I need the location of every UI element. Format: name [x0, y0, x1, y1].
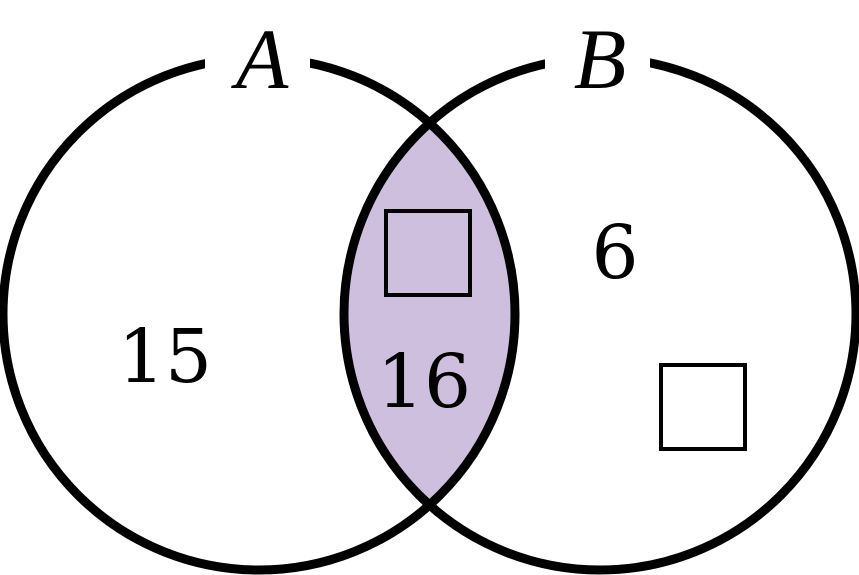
set-b-label: B	[574, 11, 627, 107]
set-a-label: A	[231, 11, 289, 107]
b-only-blank-box[interactable]	[659, 363, 747, 451]
label-a-background	[205, 20, 310, 100]
intersection-blank-box[interactable]	[384, 209, 472, 297]
label-b-background	[545, 20, 650, 100]
intersection-region	[344, 58, 515, 570]
b-only-value: 6	[591, 210, 638, 296]
intersection-value: 16	[377, 339, 471, 425]
a-only-value: 15	[118, 314, 212, 400]
